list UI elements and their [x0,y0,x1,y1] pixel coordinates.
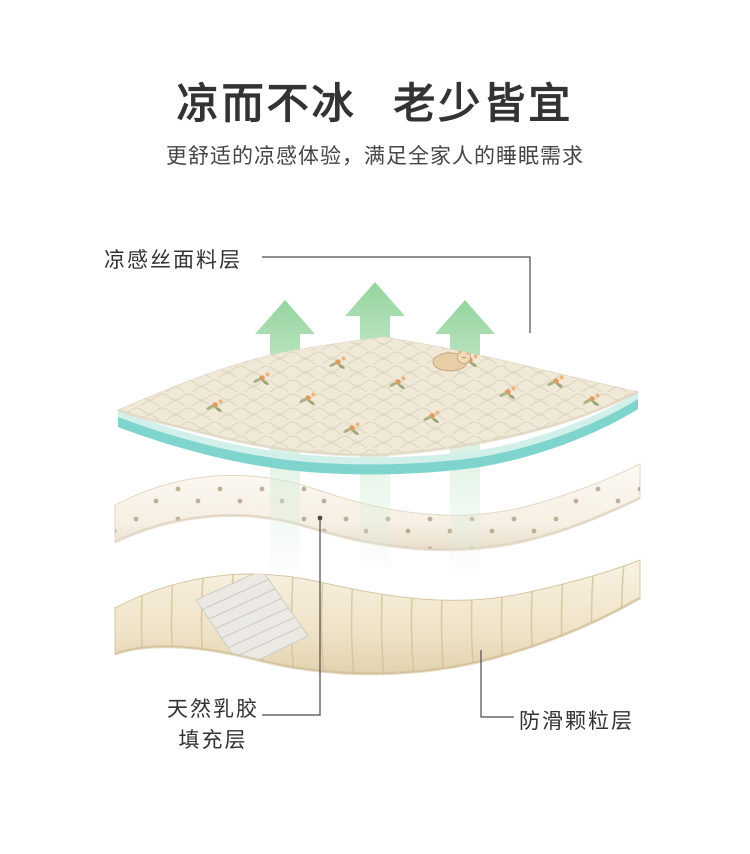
callout-label-fabric-layer: 凉感丝面料层 [104,249,242,272]
callout-label-antislip-layer: 防滑颗粒层 [519,710,634,733]
fabric-edge-cyan [118,399,638,475]
callout-lines [262,256,531,718]
cooling-silk-fabric-layer [116,336,640,475]
fabric-underside-light [118,392,638,467]
section-title: 凉而不冰 老少皆宜 [176,80,574,127]
callout-line-latex [262,518,321,716]
floral-print-group [205,349,600,436]
elastic-band [195,569,309,669]
fabric-wave-texture [118,337,638,456]
callout-label-latex-layer: 天然乳胶 填充层 [167,694,259,756]
anti-slip-particle-layer [114,559,641,676]
bear-print [432,349,471,372]
callout-dot-latex [317,515,323,521]
callout-label-latex-line2: 填充层 [178,729,248,752]
callout-line-antislip [480,650,514,718]
callout-line-fabric [262,256,531,333]
section-subtitle: 更舒适的凉感体验，满足全家人的睡眠需求 [166,145,584,168]
callout-label-latex-line1: 天然乳胶 [167,698,259,721]
